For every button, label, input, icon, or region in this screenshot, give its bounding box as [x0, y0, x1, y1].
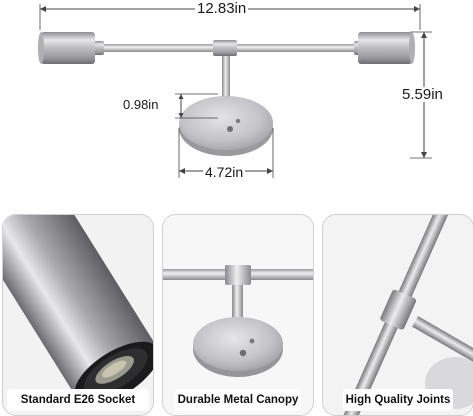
joint-caption: High Quality Joints — [343, 389, 453, 411]
left-lamp-holder — [38, 32, 95, 64]
joint-photo — [323, 215, 473, 415]
canopy-width-label: 4.72in — [203, 164, 246, 180]
arm-dimension-line — [175, 93, 218, 119]
canopy-detail-panel: Durable Metal Canopy — [162, 214, 314, 416]
height-label: 5.59in — [400, 86, 445, 103]
width-label: 12.83in — [195, 0, 249, 17]
arm-length-label: 0.98in — [121, 97, 161, 112]
fixture-drawing — [38, 4, 432, 178]
center-connector — [213, 40, 237, 56]
product-diagram: 12.83in 5.59in 0.98in 4.72in — [0, 0, 473, 200]
canopy-photo — [163, 215, 313, 415]
canopy-caption: Durable Metal Canopy — [175, 389, 301, 411]
right-lamp-holder — [358, 32, 415, 64]
joint-detail-panel: High Quality Joints — [322, 214, 473, 416]
socket-caption: Standard E26 Socket — [7, 389, 149, 411]
canopy — [179, 96, 273, 156]
socket-detail-panel: Standard E26 Socket — [2, 214, 154, 416]
socket-photo — [3, 215, 153, 415]
vertical-arm — [222, 56, 230, 114]
